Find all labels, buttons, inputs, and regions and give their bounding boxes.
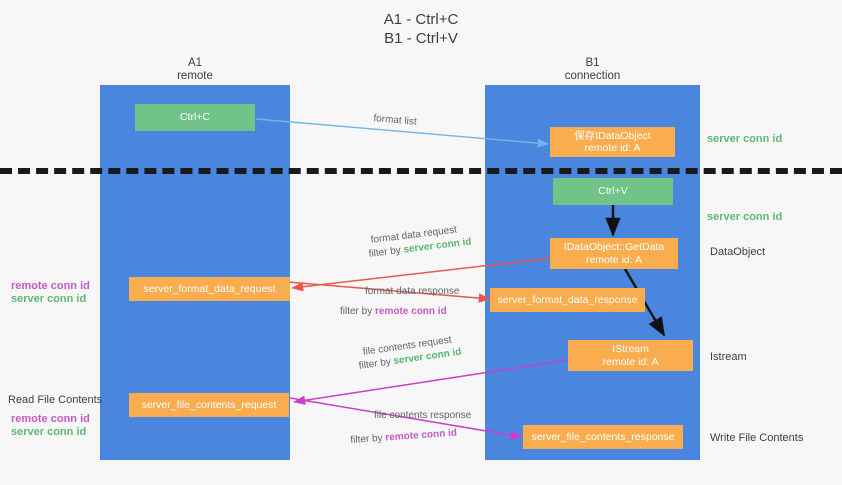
edge-label-format-list: format list xyxy=(372,112,418,128)
left-label-file-server-conn-id: server conn id xyxy=(11,426,87,438)
left-label-format-remote-conn-id: remote conn id xyxy=(11,280,90,292)
page-title: A1 - Ctrl+C B1 - Ctrl+V xyxy=(383,11,459,47)
right-label-server-conn-id-1: server conn id xyxy=(707,133,783,145)
box-istream[interactable]: IStream remote id: A xyxy=(568,340,693,371)
box-server-file-contents-response[interactable]: server_file_contents_response xyxy=(523,425,683,449)
edge-label-format-data-response: format data response xyxy=(365,286,460,297)
filter-value-remote-conn-id-1: remote conn id xyxy=(375,306,447,317)
box-save-idataobject[interactable]: 保存IDataObject remote id: A xyxy=(550,127,675,157)
box-server-format-data-request[interactable]: server_format_data_request xyxy=(129,277,290,301)
edge-label-file-contents-response: file contents response xyxy=(374,410,472,421)
edge-label-format-data-response-filter: filter by remote conn id xyxy=(340,305,447,318)
right-label-dataobject: DataObject xyxy=(710,246,766,258)
filter-prefix-4: filter by xyxy=(350,432,386,446)
lane-header-a1: A1 remote xyxy=(177,57,213,82)
left-label-read-file-contents: Read File Contents xyxy=(8,394,103,406)
filter-prefix-1: filter by xyxy=(368,244,405,260)
right-label-istream: Istream xyxy=(710,351,747,363)
box-ctrl-c[interactable]: Ctrl+C xyxy=(135,104,255,131)
right-label-server-conn-id-2: server conn id xyxy=(707,211,783,223)
boundary-divider xyxy=(0,168,842,174)
box-idataobject-getdata[interactable]: IDataObject::GetData remote id: A xyxy=(550,238,678,269)
box-server-format-data-response[interactable]: server_format_data_response xyxy=(490,288,645,312)
left-label-format-server-conn-id: server conn id xyxy=(11,293,87,305)
filter-prefix-3: filter by xyxy=(358,356,395,372)
left-label-file-remote-conn-id: remote conn id xyxy=(11,413,90,425)
filter-prefix-2: filter by xyxy=(340,306,376,317)
lane-header-b1: B1 connection xyxy=(564,57,621,82)
right-label-write-file-contents: Write File Contents xyxy=(710,432,804,444)
box-server-file-contents-request[interactable]: server_file_contents_request xyxy=(129,393,289,417)
box-ctrl-v[interactable]: Ctrl+V xyxy=(553,178,673,205)
filter-value-remote-conn-id-2: remote conn id xyxy=(385,427,458,444)
edge-label-file-contents-response-filter: filter by remote conn id xyxy=(350,427,457,447)
